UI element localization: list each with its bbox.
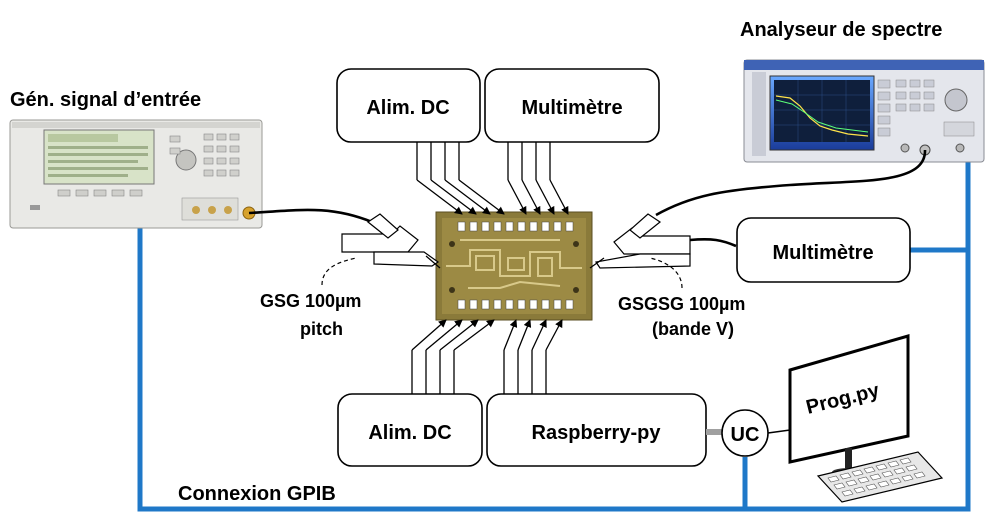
alim-dc-bottom-label: Alim. DC: [368, 422, 451, 444]
signal-generator-label: Gén. signal d’entrée: [10, 89, 201, 111]
coax-cable-left: [248, 208, 373, 224]
keyboard-icon: [816, 451, 944, 503]
mmic-chip-icon: [435, 211, 593, 321]
alim-dc-top-box: [336, 68, 481, 143]
multimetre-right-box: [736, 217, 911, 283]
coax-cable-right: [655, 149, 927, 217]
raspberry-label: Raspberry-py: [532, 422, 662, 444]
signal-generator-icon: [9, 119, 263, 229]
probe-left-label-1: GSG 100µm: [260, 291, 361, 311]
spectrum-analyzer-label: Analyseur de spectre: [740, 19, 942, 41]
spectrum-analyzer-icon: [743, 59, 985, 163]
gpib-label: Connexion GPIB: [178, 483, 336, 505]
dc-cable-right: [689, 237, 737, 248]
gpib-bus: [137, 150, 971, 512]
uc-label: UC: [731, 424, 760, 446]
multimetre-top-label: Multimètre: [521, 97, 622, 119]
gsgsg-probe-icon: [589, 213, 691, 269]
uc-monitor-link: [767, 429, 791, 434]
dc-wires-bottom: [411, 319, 563, 394]
probe-right-label-2: (bande V): [652, 319, 734, 339]
dc-wires-top: [416, 142, 569, 215]
multimetre-right-label: Multimètre: [772, 242, 873, 264]
gsg-probe-icon: [341, 213, 441, 269]
probe-right-pointer: [649, 257, 683, 289]
alim-dc-bottom-box: [337, 393, 483, 467]
probe-left-pointer: [321, 257, 357, 286]
probe-left-label-2: pitch: [300, 319, 343, 339]
alim-dc-top-label: Alim. DC: [366, 97, 449, 119]
probe-right-label-1: GSGSG 100µm: [618, 294, 745, 314]
multimetre-top-box: [484, 68, 660, 143]
